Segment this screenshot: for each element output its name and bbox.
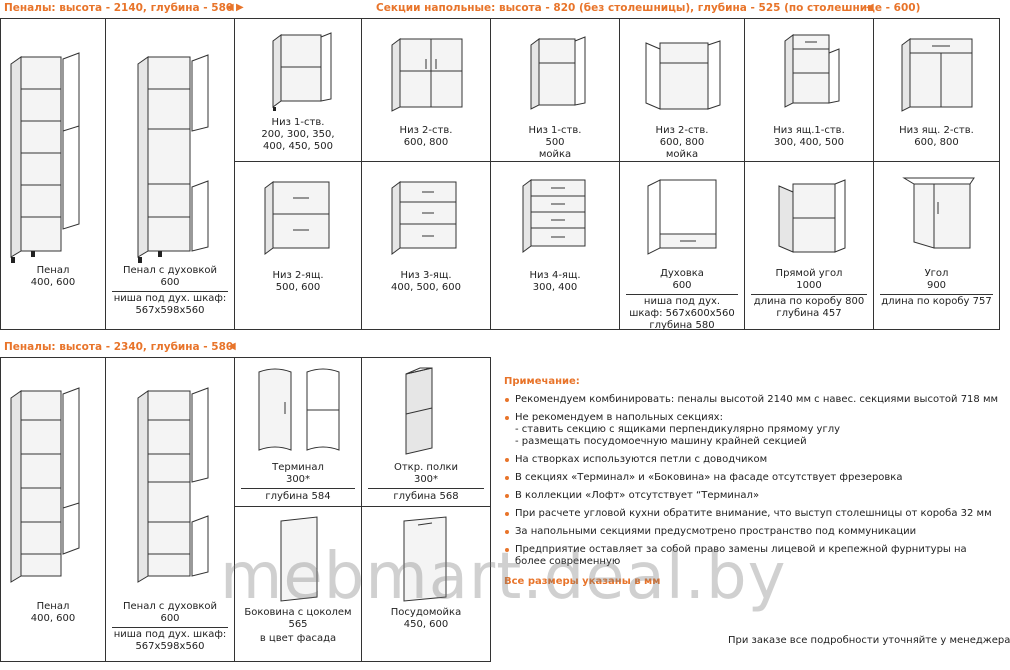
note-subitem: - ставить секцию с ящиками перпендикуляр… bbox=[515, 424, 841, 435]
cabinet-name: Низ ящ. 2-ств. bbox=[899, 125, 974, 136]
chevron-left-icon: ◀ bbox=[226, 2, 234, 13]
note-subitem: - размещать посудомоечную машину крайней… bbox=[515, 436, 807, 447]
cabinet-extra: мойка bbox=[665, 149, 699, 160]
cabinet-sizes: 400, 600 bbox=[30, 277, 76, 288]
cabinet-sizes: 400, 600 bbox=[30, 613, 76, 624]
cabinet-name: Низ 3-ящ. bbox=[400, 270, 452, 281]
cabinet-sizes: 400, 500, 600 bbox=[391, 282, 461, 293]
cabinet-sizes: 600 bbox=[160, 613, 180, 624]
watermark: mebmart.deal.by bbox=[220, 540, 787, 614]
cabinet-note: длина по коробу 800 глубина 457 bbox=[753, 296, 865, 319]
tall-cabinet-figure bbox=[10, 52, 80, 263]
cabinet-name: Терминал bbox=[272, 462, 324, 473]
cabinet-name: Откр. полки bbox=[393, 462, 459, 473]
cabinet-name: Посудомойка bbox=[390, 607, 462, 618]
note-item: Предприятие оставляет за собой право зам… bbox=[504, 544, 1000, 568]
cabinet-name: Пенал с духовкой bbox=[122, 601, 217, 612]
cabinet-name: Низ 1-ств. bbox=[271, 117, 325, 128]
note-item: На створках используются петли с доводчи… bbox=[504, 454, 1000, 466]
cabinet-name: Пенал с духовкой bbox=[122, 265, 217, 276]
cabinet-note: глубина 584 bbox=[265, 491, 331, 502]
notes-panel: Примечание: Рекомендуем комбинировать: п… bbox=[504, 376, 1000, 588]
notes-footer: Все размеры указаны в мм bbox=[504, 576, 661, 587]
cabinet-sizes: 600, 800 bbox=[659, 137, 705, 148]
chevron-left-icon: ◀ bbox=[228, 341, 236, 352]
cabinet-note: глубина 568 bbox=[393, 491, 459, 502]
cabinet-name: Пенал bbox=[36, 265, 70, 276]
cabinet-sizes: 300* bbox=[413, 474, 439, 485]
base-card-5: Низ ящ.1-ств.300, 400, 500 bbox=[744, 18, 874, 162]
cabinet-name: Духовка bbox=[660, 268, 704, 279]
header-tall-2140: Пеналы: высота - 2140, глубина - 580 bbox=[4, 2, 234, 14]
cabinet-name: Низ 2-ящ. bbox=[272, 270, 324, 281]
note-item: Не рекомендуем в напольных секциях: - ст… bbox=[504, 412, 1000, 448]
cabinet-name: Низ 1-ств. bbox=[528, 125, 582, 136]
cabinet-sizes: 600 bbox=[672, 280, 692, 291]
base-card-1: Низ 1-ств.200, 300, 350, 400, 450, 500 bbox=[234, 18, 362, 162]
note-item: В коллекции «Лофт» отсутствует “Терминал… bbox=[504, 490, 1000, 502]
note-text: Не рекомендуем в напольных секциях: bbox=[515, 412, 723, 423]
cabinet-sizes: 565 bbox=[288, 619, 308, 630]
cabinet-note: ниша под дух. шкаф: 567x598x560 bbox=[113, 293, 227, 316]
order-note: При заказе все подробности уточняйте у м… bbox=[728, 635, 1010, 646]
base-card-7: Низ 2-ящ.500, 600 bbox=[234, 161, 362, 330]
notes-title: Примечание: bbox=[504, 376, 580, 387]
header-base: Секции напольные: высота - 820 (без стол… bbox=[376, 2, 921, 14]
note-item: При расчете угловой кухни обратите внима… bbox=[504, 508, 1000, 520]
cabinet-sizes: 1000 bbox=[796, 280, 822, 291]
base-card-9: Низ 4-ящ.300, 400 bbox=[490, 161, 620, 330]
cabinet-extra: мойка bbox=[538, 149, 572, 160]
cabinet-sizes: 500, 600 bbox=[275, 282, 321, 293]
cabinet-sizes: 500 bbox=[545, 137, 565, 148]
tall-oven-cabinet-figure bbox=[137, 54, 209, 263]
cabinet-sizes: 450, 600 bbox=[403, 619, 449, 630]
cabinet-note: ниша под дух. шкаф: 567x598x560 bbox=[113, 629, 227, 652]
chevron-right-icon: ▶ bbox=[236, 2, 244, 13]
base-card-6: Низ ящ. 2-ств.600, 800 bbox=[873, 18, 1000, 162]
base-card-8: Низ 3-ящ.400, 500, 600 bbox=[361, 161, 491, 330]
cabinet-sizes: 200, 300, 350, 400, 450, 500 bbox=[261, 129, 335, 152]
base-card-2: Низ 2-ств.600, 800 bbox=[361, 18, 491, 162]
note-item: В секциях «Терминал» и «Боковина» на фас… bbox=[504, 472, 1000, 484]
cabinet-note: ниша под дух. шкаф: 567x600x560 глубина … bbox=[629, 296, 735, 331]
cabinet-name: Прямой угол bbox=[775, 268, 843, 279]
cabinet-name: Низ ящ.1-ств. bbox=[773, 125, 845, 136]
cabinet-note: в цвет фасада bbox=[259, 633, 337, 644]
cabinet-sizes: 300, 400, 500 bbox=[774, 137, 844, 148]
note-item: Рекомендуем комбинировать: пеналы высото… bbox=[504, 394, 1000, 406]
cabinet-sizes: 900 bbox=[926, 280, 947, 291]
header-tall-2340: Пеналы: высота - 2340, глубина - 580 bbox=[4, 341, 234, 353]
cabinet-sizes: 300, 400 bbox=[532, 282, 578, 293]
note-item: За напольными секциями предусмотрено про… bbox=[504, 526, 1000, 538]
cabinet-sizes: 300* bbox=[285, 474, 311, 485]
cabinet-name: Боковина с цоколем bbox=[244, 607, 352, 618]
cabinet-sizes: 600, 800 bbox=[403, 137, 449, 148]
cabinet-name: Пенал bbox=[36, 601, 70, 612]
cabinet-name: Угол bbox=[924, 268, 949, 279]
chevron-left-icon: ◀ bbox=[866, 2, 874, 13]
cabinet-note: длина по коробу 757 bbox=[881, 296, 992, 307]
cabinet-sizes: 600, 800 bbox=[914, 137, 959, 148]
cabinet-name: Низ 2-ств. bbox=[399, 125, 453, 136]
cabinet-sizes: 600 bbox=[160, 277, 180, 288]
cabinet-name: Низ 4-ящ. bbox=[529, 270, 581, 281]
cabinet-name: Низ 2-ств. bbox=[655, 125, 709, 136]
